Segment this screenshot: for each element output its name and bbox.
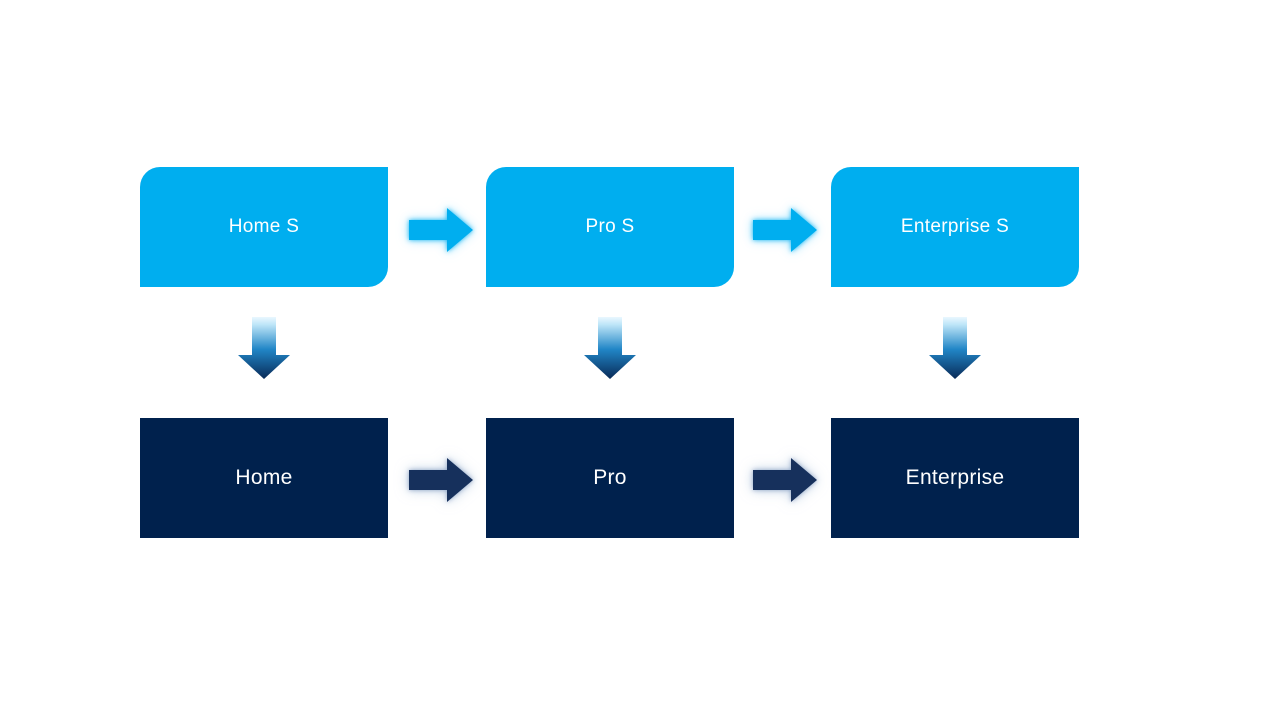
node-pro-label: Pro [593, 466, 627, 489]
node-enterprise-s-label: Enterprise S [900, 216, 1010, 237]
node-home-label: Home [235, 466, 293, 489]
right-arrow-icon [409, 208, 473, 252]
down-arrow-icon [238, 317, 290, 379]
node-home: Home [140, 418, 388, 538]
right-arrow-icon [753, 458, 817, 502]
right-arrow-icon [753, 208, 817, 252]
down-arrow-icon [929, 317, 981, 379]
node-home-s: Home S [140, 167, 388, 287]
node-enterprise-s: Enterprise S [831, 167, 1079, 287]
node-pro: Pro [486, 418, 734, 538]
node-pro-s: Pro S [486, 167, 734, 287]
node-home-s-label: Home S [228, 216, 300, 237]
down-arrow-icon [584, 317, 636, 379]
node-enterprise: Enterprise [831, 418, 1079, 538]
right-arrow-icon [409, 458, 473, 502]
node-pro-s-label: Pro S [585, 216, 635, 237]
node-enterprise-label: Enterprise [905, 466, 1005, 489]
